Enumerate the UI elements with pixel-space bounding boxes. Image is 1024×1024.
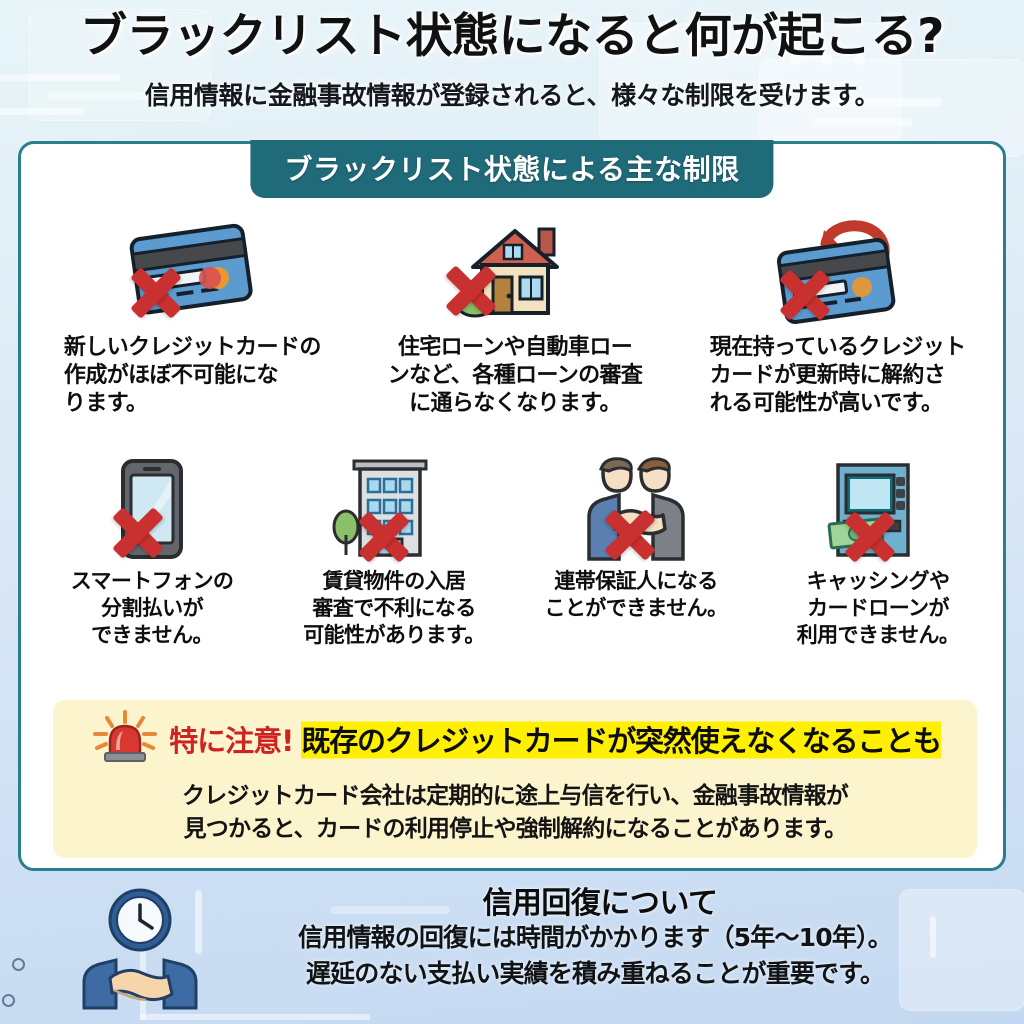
restriction-label: スマートフォンの 分割払いが できません。	[70, 569, 234, 647]
restriction-label: 住宅ローンや自動車ロー ンなど、各種ローンの審査 に通らなくなります。	[387, 335, 643, 417]
apartment-building-icon	[279, 454, 509, 564]
restriction-item: 賃貸物件の入居 審査で不利になる 可能性があります。	[273, 454, 515, 649]
footer-body-text: 信用情報の回復には時間がかかります（5年〜10年）。 遅延のない支払い実績を積み…	[298, 923, 893, 988]
x-mark-icon	[839, 506, 901, 568]
restrictions-row-1: 新しいクレジットカードの 作成がほぼ不可能にな ります。 住宅ロ	[31, 212, 999, 418]
warning-box: 特に注意! 既存のクレジットカードが突然使えなくなることも クレジットカード会社…	[53, 700, 977, 858]
page-subtitle: 信用情報に金融事故情報が登録されると、様々な制限を受けます。	[144, 80, 880, 110]
warning-highlight-label: 既存のクレジットカードが突然使えなくなることも	[301, 718, 942, 760]
restriction-item: キャッシングや カードローンが 利用できません。	[757, 454, 999, 649]
atm-icon	[763, 454, 993, 564]
x-mark-icon	[599, 504, 661, 566]
siren-icon	[89, 710, 161, 768]
restriction-label: 賃貸物件の入居 審査で不利になる 可能性があります。	[303, 569, 485, 647]
footer: 信用回復について 信用情報の回復には時間がかかります（5年〜10年）。 遅延のな…	[0, 878, 1024, 1024]
restriction-item: スマートフォンの 分割払いが できません。	[31, 454, 273, 649]
page-title: ブラックリスト状態になると何が起こる?	[80, 9, 944, 64]
restriction-item: 住宅ローンや自動車ロー ンなど、各種ローンの審査 に通らなくなります。	[354, 212, 677, 418]
restriction-item: 新しいクレジットカードの 作成がほぼ不可能にな ります。	[31, 212, 354, 418]
x-mark-icon	[774, 264, 836, 326]
restriction-label: 連帯保証人になる ことができません。	[544, 569, 729, 620]
x-mark-icon	[125, 262, 187, 324]
restrictions-card: ブラックリスト状態による主な制限 新	[18, 140, 1006, 871]
header: ブラックリスト状態になると何が起こる? 信用情報に金融事故情報が登録されると、様…	[0, 0, 1024, 112]
footer-title: 信用回復について	[482, 886, 718, 921]
smartphone-icon	[37, 454, 267, 564]
restriction-item: 連帯保証人になる ことができません。	[515, 454, 757, 649]
restriction-label: キャッシングや カードローンが 利用できません。	[796, 569, 960, 647]
credit-card-renewal-icon	[682, 212, 993, 330]
x-mark-icon	[107, 502, 169, 564]
x-mark-icon	[440, 260, 502, 322]
warning-emphasis-label: 特に注意!	[169, 724, 294, 758]
restriction-label: 現在持っているクレジット カードが更新時に解約さ れる可能性が高いです。	[709, 335, 966, 417]
restrictions-row-2: スマートフォンの 分割払いが できません。	[31, 454, 999, 649]
warning-body-text: クレジットカード会社は定期的に途上与信を行い、金融事故情報が 見つかると、カード…	[181, 783, 849, 842]
handshake-icon	[521, 454, 751, 564]
restriction-item: 現在持っているクレジット カードが更新時に解約さ れる可能性が高いです。	[676, 212, 999, 418]
restriction-label: 新しいクレジットカードの 作成がほぼ不可能にな ります。	[63, 335, 321, 417]
card-banner-title: ブラックリスト状態による主な制限	[250, 140, 774, 198]
house-icon	[360, 212, 671, 330]
clock-handshake-icon	[76, 886, 204, 1010]
credit-card-icon	[37, 212, 348, 330]
x-mark-icon	[353, 506, 415, 568]
warning-header: 特に注意! 既存のクレジットカードが突然使えなくなることも	[67, 710, 963, 768]
